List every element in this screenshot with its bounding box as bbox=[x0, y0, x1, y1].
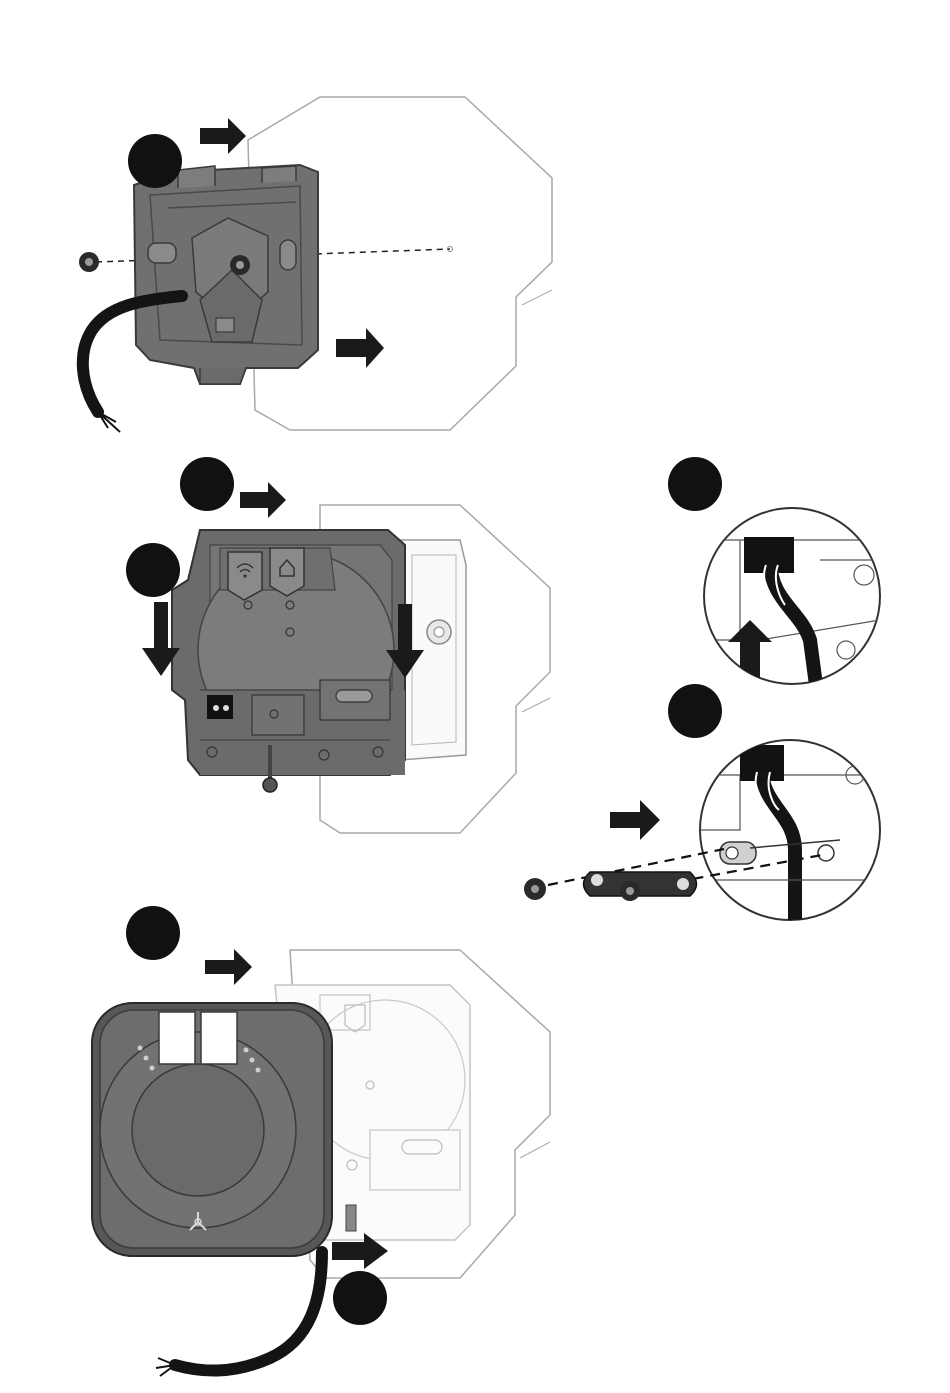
arrow-right-icon bbox=[205, 949, 252, 985]
arrow-right-icon bbox=[200, 118, 246, 154]
arrow-right-icon bbox=[240, 482, 286, 518]
clamp-icon bbox=[584, 872, 697, 896]
step-4-detail-strain-relief bbox=[524, 684, 880, 920]
step-marker-2a bbox=[180, 457, 234, 511]
cable-icon bbox=[175, 1252, 322, 1371]
screw-icon bbox=[346, 1205, 356, 1231]
screw-icon bbox=[230, 255, 250, 275]
arrow-right-icon bbox=[610, 800, 660, 840]
step-marker-2b bbox=[126, 543, 180, 597]
screw-icon bbox=[620, 881, 640, 901]
step-marker-1 bbox=[128, 134, 182, 188]
step-3-detail-cable-insert bbox=[668, 457, 880, 700]
step-5-front-cover bbox=[92, 906, 550, 1376]
home-icon bbox=[270, 548, 304, 596]
step-marker-3 bbox=[668, 457, 722, 511]
terminal-block bbox=[207, 695, 233, 719]
wifi-icon bbox=[228, 552, 262, 600]
step-marker-5b bbox=[333, 1271, 387, 1325]
step-2-device-slide-down bbox=[126, 457, 550, 833]
step-marker-5a bbox=[126, 906, 180, 960]
front-cover bbox=[92, 1003, 332, 1256]
screw-icon bbox=[524, 878, 546, 900]
step-1-backplate bbox=[79, 97, 552, 432]
screw-icon bbox=[79, 252, 99, 272]
step-marker-4 bbox=[668, 684, 722, 738]
